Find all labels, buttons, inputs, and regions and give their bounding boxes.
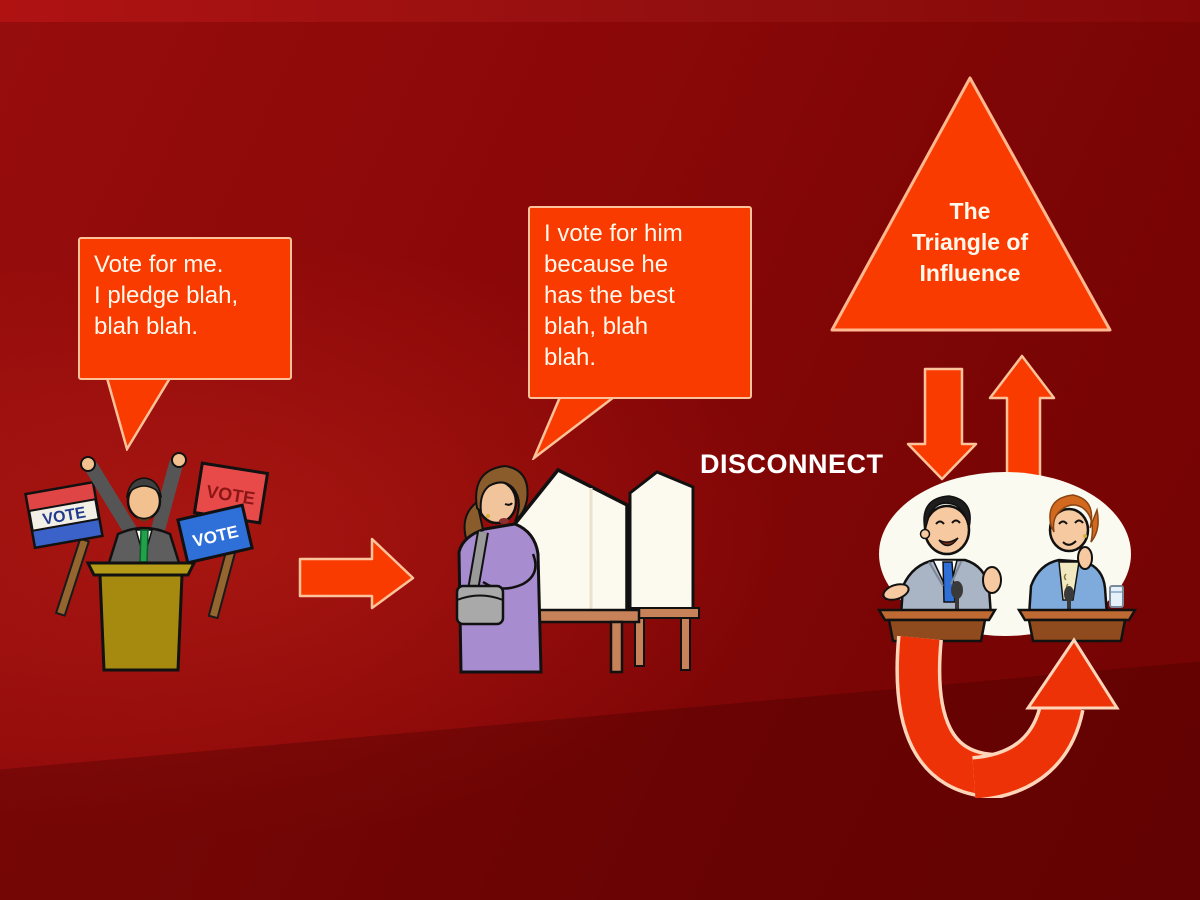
podium <box>85 561 197 672</box>
sign-stick-left <box>54 537 91 617</box>
campaign-bubble-tail <box>105 377 173 451</box>
arrow-right-icon <box>298 537 415 610</box>
woman-voter <box>455 464 543 674</box>
disconnect-label: DISCONNECT <box>700 449 884 479</box>
debater-left <box>876 495 1002 643</box>
u-turn-arrow-icon <box>895 635 1120 798</box>
arrow-up-icon <box>988 354 1056 481</box>
voter-clipart <box>455 464 700 674</box>
campaign-speech-bubble: Vote for me. I pledge blah, blah blah. <box>78 237 292 380</box>
politician-clipart: VOTE VOTE VOTE <box>24 452 270 672</box>
arrow-down-icon <box>906 367 978 481</box>
politician-figure <box>80 452 187 568</box>
vote-sign-left: VOTE <box>24 480 104 550</box>
voting-booth-back <box>626 470 700 671</box>
voter-speech-bubble: I vote for him because he has the best b… <box>528 206 752 399</box>
influence-triangle <box>830 76 1112 332</box>
background-top-band <box>0 0 1200 22</box>
influence-triangle-label: The Triangle of Influence <box>911 198 1029 286</box>
debater-right <box>1016 494 1138 643</box>
debate-clipart <box>876 472 1138 643</box>
vote-sign-bottom-right: VOTE <box>176 503 254 565</box>
